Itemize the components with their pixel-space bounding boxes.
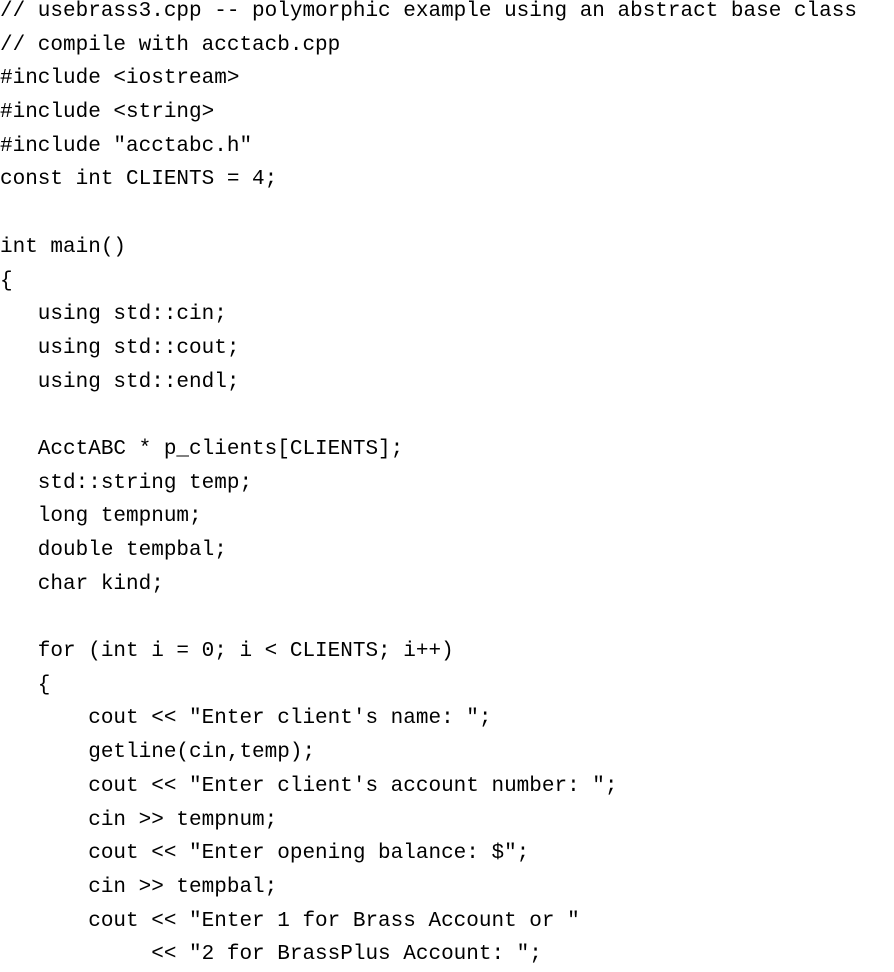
- code-line-28: cout << "Enter 1 for Brass Account or ": [0, 909, 580, 933]
- code-line-29: << "2 for BrassPlus Account: ";: [0, 943, 542, 967]
- code-line-27: cin >> tempbal;: [0, 875, 278, 899]
- code-line-2: // compile with acctacb.cpp: [0, 33, 341, 57]
- code-line-16: long tempnum;: [0, 505, 202, 529]
- code-line-12: using std::endl;: [0, 370, 240, 394]
- code-line-25: cin >> tempnum;: [0, 808, 278, 832]
- code-line-17: double tempbal;: [0, 539, 227, 562]
- code-line-9: {: [0, 269, 13, 293]
- code-line-21: {: [0, 673, 51, 697]
- code-line-1: // usebrass3.cpp -- polymorphic example …: [0, 0, 857, 23]
- code-line-26: cout << "Enter opening balance: $";: [0, 842, 530, 866]
- code-line-13: [0, 399, 894, 433]
- code-line-6: const int CLIENTS = 4;: [0, 168, 278, 192]
- code-line-19: [0, 601, 894, 635]
- code-line-15: std::string temp;: [0, 471, 253, 495]
- code-line-20: for (int i = 0; i < CLIENTS; i++): [0, 640, 454, 664]
- code-line-10: using std::cin;: [0, 303, 227, 327]
- code-line-23: getline(cin,temp);: [0, 741, 316, 765]
- code-line-14: AcctABC * p_clients[CLIENTS];: [0, 437, 404, 461]
- code-line-24: cout << "Enter client's account number: …: [0, 774, 618, 798]
- code-line-22: cout << "Enter client's name: ";: [0, 707, 492, 731]
- code-line-8: int main(): [0, 235, 127, 259]
- code-line-4: #include <string>: [0, 101, 215, 125]
- code-line-11: using std::cout;: [0, 336, 240, 360]
- code-line-7: [0, 197, 894, 231]
- code-line-18: char kind;: [0, 572, 164, 596]
- code-line-5: #include "acctabc.h": [0, 134, 253, 158]
- code-line-3: #include <iostream>: [0, 67, 240, 91]
